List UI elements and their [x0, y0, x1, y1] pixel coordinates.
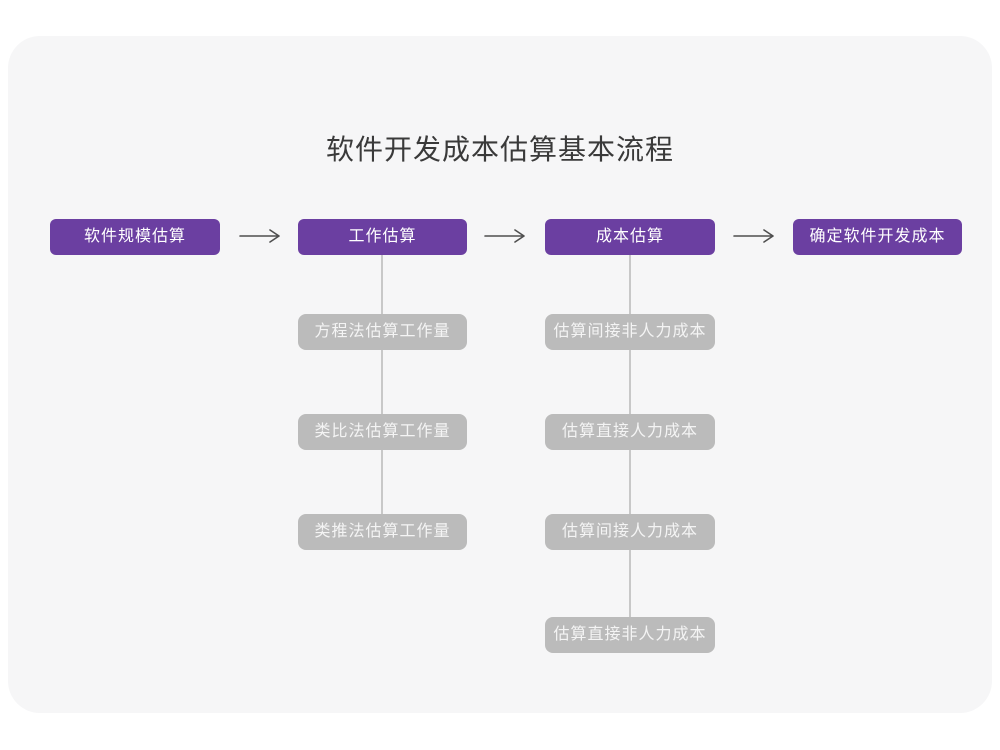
subnode-direct-non-labor-cost: 估算直接非人力成本 [545, 617, 715, 653]
flow-arrow-icon [484, 228, 530, 244]
subnode-equation-method-workload: 方程法估算工作量 [298, 314, 467, 350]
subnode-extrapolation-method-workload: 类推法估算工作量 [298, 514, 467, 550]
flowchart-card: 软件开发成本估算基本流程 软件规模估算 工作估算 成本估算 确定软件开发成本 方… [8, 36, 992, 713]
node-software-size-estimation: 软件规模估算 [50, 219, 220, 255]
subnode-direct-labor-cost: 估算直接人力成本 [545, 414, 715, 450]
node-work-estimation: 工作估算 [298, 219, 467, 255]
node-cost-estimation: 成本估算 [545, 219, 715, 255]
subnode-indirect-labor-cost: 估算间接人力成本 [545, 514, 715, 550]
flow-arrow-icon [733, 228, 779, 244]
subnode-analogy-method-workload: 类比法估算工作量 [298, 414, 467, 450]
node-determine-development-cost: 确定软件开发成本 [793, 219, 962, 255]
subnode-indirect-non-labor-cost: 估算间接非人力成本 [545, 314, 715, 350]
connector-line-work-estimation [381, 254, 383, 514]
flow-arrow-icon [239, 228, 285, 244]
page-title: 软件开发成本估算基本流程 [325, 134, 674, 165]
